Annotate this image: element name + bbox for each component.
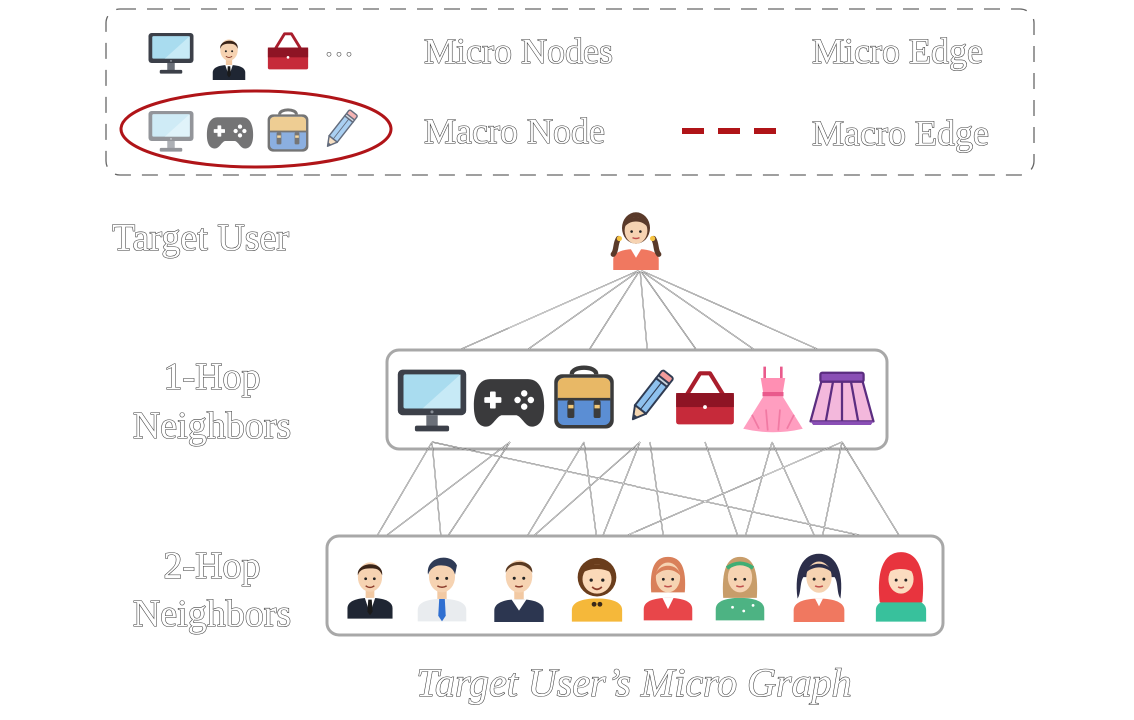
school-bag-icon (554, 368, 614, 429)
macro-node-ellipse (119, 89, 393, 169)
hop2-label-line1: 2-Hop (163, 545, 260, 587)
legend-macro-node-label: Macro Node (424, 111, 605, 151)
hop1-label-line2: Neighbors (133, 405, 291, 447)
hop1-to-hop2-edges-inner (369, 441, 906, 549)
school-bag-icon (265, 108, 311, 154)
target-to-hop1-edges-inner (431, 269, 843, 363)
skirt-icon (809, 371, 875, 427)
legend-micro-edge-label: Micro Edge (812, 31, 983, 71)
diagram-caption: Target User’s Micro Graph (416, 660, 851, 705)
legend-ellipsis: ··· (324, 38, 354, 71)
target-user-label: Target User (112, 217, 289, 259)
legend-macro-edge-label: Macro Edge (812, 113, 989, 153)
hop2-panel (325, 534, 945, 637)
target-to-hop1-edges (431, 269, 843, 363)
hop1-label-line1: 1-Hop (163, 356, 260, 398)
legend-micro-nodes-label: Micro Nodes (424, 31, 613, 71)
target-user-avatar-icon (613, 212, 659, 270)
hop2-label-line2: Neighbors (133, 593, 291, 635)
